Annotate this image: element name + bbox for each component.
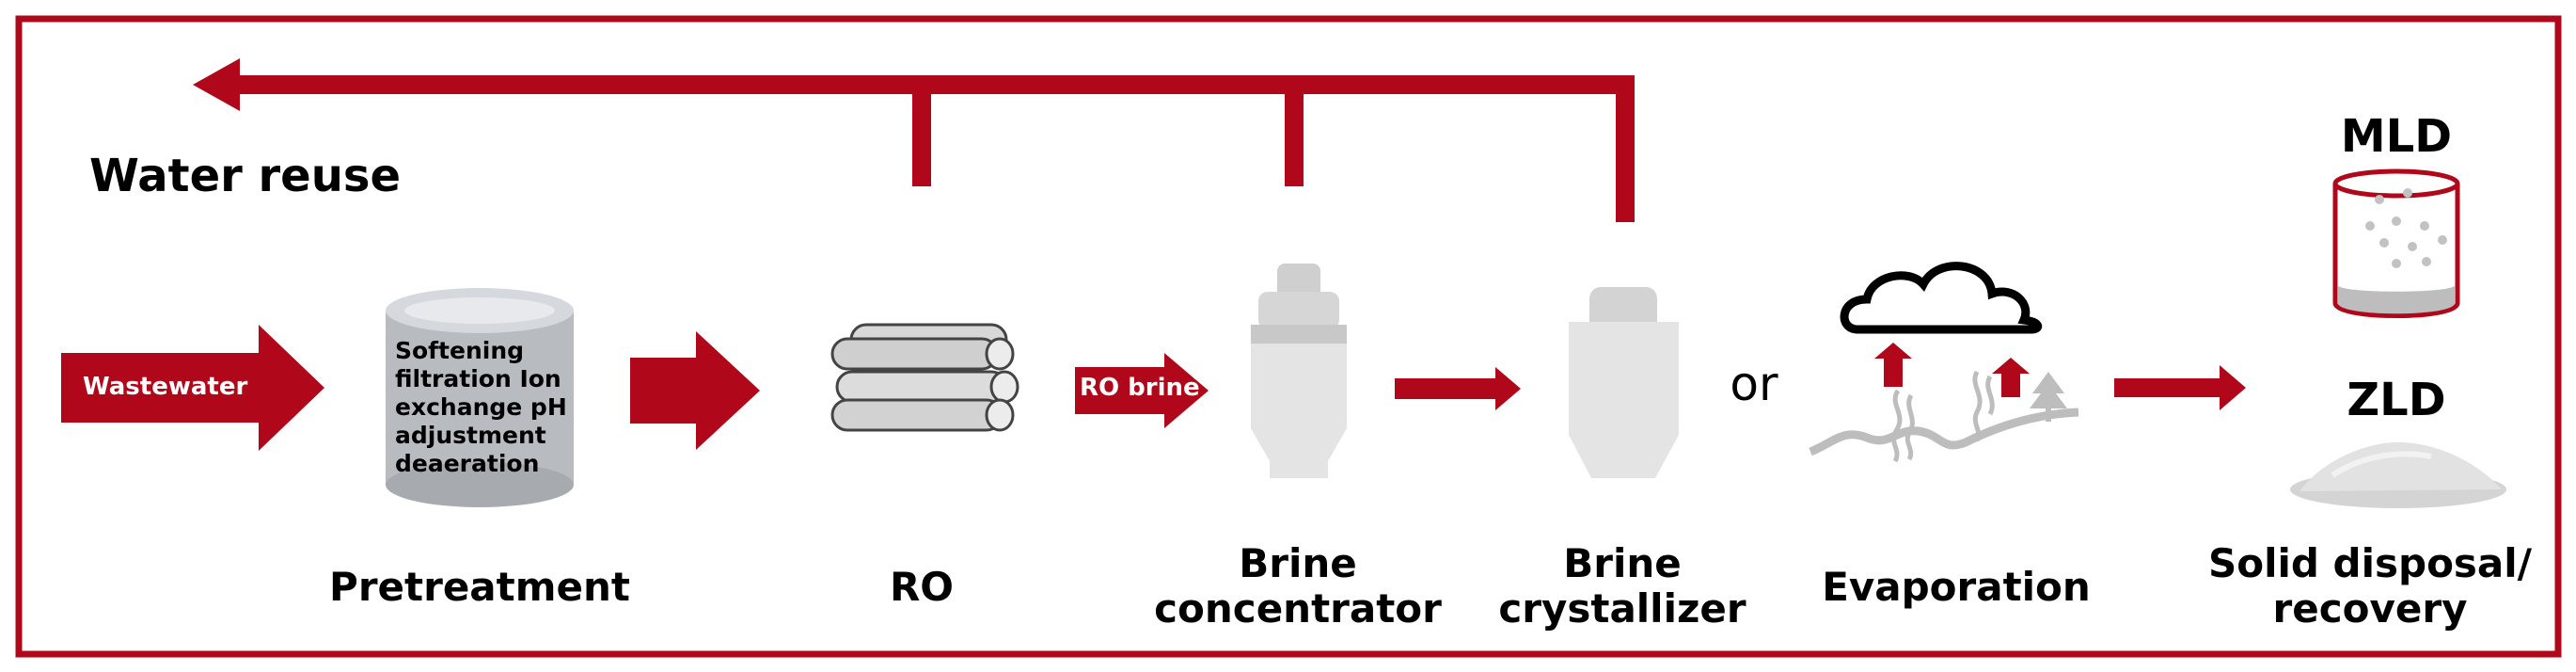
ro-membrane-icon [830, 323, 1019, 432]
arrow-to-ro [630, 331, 760, 450]
stage-label-evaporation: Evaporation [1768, 564, 2144, 610]
water-reuse-return-line [193, 58, 1635, 222]
zld-label: ZLD [2347, 374, 2446, 426]
arrow-to-solid-disposal [2114, 365, 2246, 410]
stage-label-line: Brine [1239, 540, 1357, 586]
pretreatment-step: filtration Ion [395, 365, 561, 392]
evaporation-icon [1809, 262, 2079, 463]
pretreatment-step: deaeration [395, 450, 540, 477]
pretreatment-step: Softening [395, 337, 525, 364]
zld-salt-pile-icon [2290, 441, 2506, 508]
pretreatment-tank-icon [386, 288, 574, 507]
stage-label-line: recovery [2272, 585, 2468, 632]
stage-label-pretreatment: Pretreatment [292, 564, 668, 610]
diagram-frame [15, 15, 2562, 658]
wastewater-arrow [61, 325, 324, 451]
brine-crystallizer-icon [1569, 287, 1679, 478]
stage-label-solid-disposal: Solid disposal/ recovery [2173, 540, 2568, 632]
ro-brine-label: RO brine [1080, 374, 1200, 402]
stage-label-line: concentrator [1154, 585, 1442, 632]
stage-label-ro: RO [828, 564, 1016, 610]
stage-label-line: Pretreatment [329, 564, 630, 610]
wastewater-label: Wastewater [83, 373, 248, 401]
stage-label-brine-crystallizer: Brine crystallizer [1458, 540, 1787, 632]
pretreatment-step: adjustment [395, 422, 546, 449]
water-reuse-label: Water reuse [89, 150, 402, 202]
pretreatment-step: exchange pH [395, 393, 567, 421]
mld-label: MLD [2340, 110, 2453, 163]
brine-concentrator-icon [1251, 264, 1347, 478]
or-label: or [1730, 357, 1778, 411]
stage-label-line: Solid disposal/ [2207, 540, 2533, 586]
arrow-to-crystallizer [1395, 367, 1521, 410]
stage-label-line: RO [889, 564, 955, 610]
ro-brine-arrow [1075, 353, 1209, 428]
stage-label-line: Brine [1563, 540, 1682, 586]
stage-label-line: Evaporation [1822, 564, 2091, 610]
pretreatment-steps: Softening filtration Ion exchange pH adj… [395, 337, 583, 478]
stage-label-line: crystallizer [1498, 585, 1746, 632]
mld-container-icon [2332, 168, 2460, 318]
stage-label-brine-concentrator: Brine concentrator [1110, 540, 1486, 632]
